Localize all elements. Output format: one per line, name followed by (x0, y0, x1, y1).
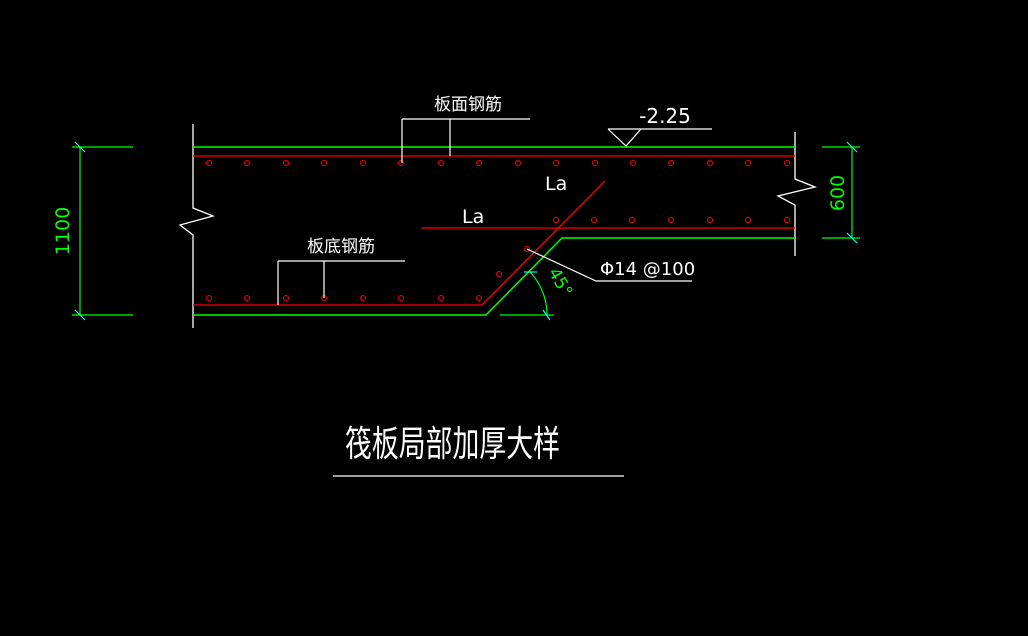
rebar-dot (524, 246, 530, 252)
elevation-label: -2.25 (639, 104, 691, 128)
rebar-dot (283, 160, 289, 166)
rebar-dot (438, 295, 444, 301)
rebar-dot (630, 160, 636, 166)
bottom-rebar-leader (277, 260, 405, 305)
rebar-dot (360, 160, 366, 166)
rebar-dot (745, 160, 751, 166)
top-rebar-label: 板面钢筋 (434, 95, 502, 115)
rebar-dot (629, 217, 635, 223)
rebar-dots (206, 160, 790, 301)
bottom-rebar-label: 板底钢筋 (307, 237, 375, 257)
dimension-ticks-right (846, 141, 858, 244)
rebar-dot (707, 160, 713, 166)
rebar-dot (707, 217, 713, 223)
rebar-dot (283, 295, 289, 301)
rebar-dot (745, 217, 751, 223)
rebar-dot (515, 160, 521, 166)
rebar-dot (476, 295, 482, 301)
bottom-rebar-line (193, 180, 606, 306)
rebar-dot (553, 217, 559, 223)
drawing-title: 筏板局部加厚大样 (345, 424, 560, 465)
rebar-dot (592, 160, 598, 166)
rebar-spec-label: Φ14 @100 (600, 259, 695, 280)
left-break-line (178, 124, 216, 328)
rebar-dot (496, 271, 502, 277)
rebar-dot (591, 217, 597, 223)
angle-arc (529, 271, 548, 316)
slab-bottom-edge (193, 237, 795, 316)
rebar-dot (360, 295, 366, 301)
rebar-dot (206, 160, 212, 166)
rebar-dot (553, 160, 559, 166)
rebar-dot (398, 295, 404, 301)
rebar-dot (244, 295, 250, 301)
total-thickness-dimension (72, 146, 133, 316)
elevation-symbol (607, 128, 712, 147)
rebar-dot (398, 160, 404, 166)
anchor-label-lower: La (462, 206, 484, 228)
rebar-spec-leader (526, 248, 692, 282)
rebar-dot (438, 160, 444, 166)
rebar-dot (321, 160, 327, 166)
slab-thickness-label: 600 (827, 175, 849, 211)
slab-thickness-dimension (822, 146, 860, 239)
rebar-dot (244, 160, 250, 166)
rebar-dot (206, 295, 212, 301)
dimension-ticks-left (74, 141, 86, 321)
anchor-label-upper: La (545, 173, 567, 195)
rebar-dot (784, 160, 790, 166)
top-rebar-leader (401, 118, 530, 163)
total-thickness-label: 1100 (52, 207, 74, 255)
rebar-dot (668, 217, 674, 223)
rebar-dot (784, 217, 790, 223)
rebar-dot (476, 160, 482, 166)
angle-ticks (524, 271, 551, 321)
rebar-dot (668, 160, 674, 166)
right-break-line (776, 132, 818, 256)
